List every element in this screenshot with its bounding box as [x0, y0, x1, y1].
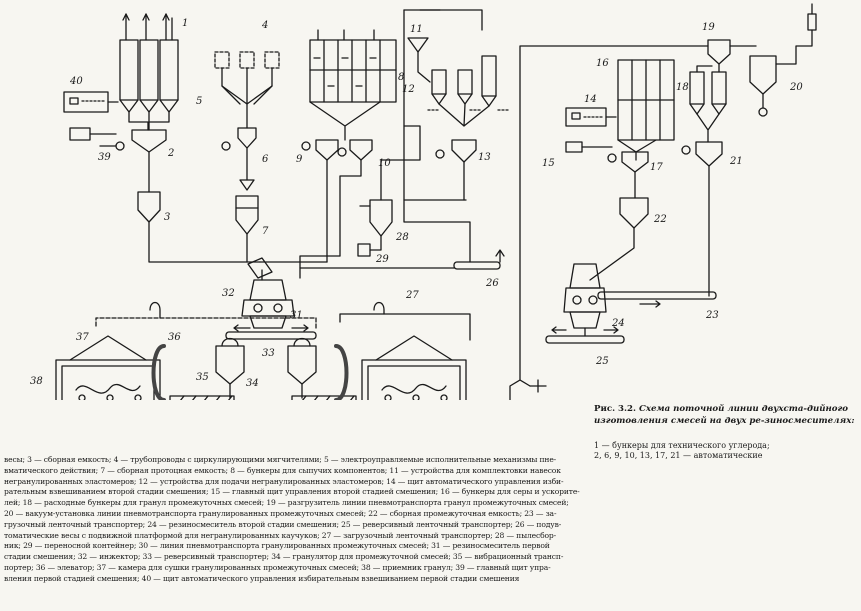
granulator-right	[287, 337, 317, 399]
pneumatic-line-30	[509, 379, 547, 400]
legend-line: негранулированных эластомеров; 12 — устр…	[4, 476, 564, 486]
elevators	[95, 301, 471, 400]
legend-line: вматического действия; 7 — сборная прото…	[4, 465, 561, 475]
callout-13: 13	[478, 152, 491, 163]
dust-collector	[357, 125, 421, 257]
first-stage-weighing-panel	[63, 91, 119, 113]
legend-line: 20 — вакуум-установка линии пневмотрансп…	[4, 508, 557, 518]
sulfur-accelerator-hoppers	[617, 59, 675, 161]
callout-27: 27	[405, 290, 419, 301]
vibrating-conveyor-left	[169, 395, 235, 400]
legend-line: стадии смешения; 32 — инжектор; 33 — рев…	[4, 552, 564, 562]
mixer-feed-lines	[299, 9, 441, 263]
callout-25: 25	[595, 356, 609, 367]
callout-3: 3	[164, 212, 170, 223]
scale-2	[99, 129, 167, 193]
callout-24: 24	[611, 318, 625, 329]
softener-pipelines	[214, 51, 280, 191]
callout-2: 2	[167, 148, 174, 159]
carbon-black-hoppers	[119, 13, 179, 131]
callout-14: 14	[584, 94, 597, 105]
callout-16: 16	[596, 58, 609, 69]
reversing-conveyor-25	[545, 326, 625, 344]
first-stage-main-panel	[69, 127, 117, 141]
figure-caption: Рис. 3.2. Схема поточной линии двухста-д…	[594, 404, 856, 427]
scale-9	[301, 139, 339, 263]
granule-hoppers-18	[689, 63, 727, 143]
callout-15: 15	[542, 158, 555, 169]
callout-37: 37	[76, 332, 89, 343]
callout-21: 21	[729, 156, 743, 167]
drying-chamber-right	[361, 335, 467, 400]
scale-21	[681, 141, 723, 297]
callout-8: 8	[398, 72, 404, 83]
process-flow-diagram: 1 2 3 4 5 6 7 8 9 10 11 12 13 14 15 16 1…	[30, 3, 817, 400]
intermediate-tank-22	[589, 197, 649, 281]
legend-line: грузочный ленточный транспортер; 24 — ре…	[4, 519, 562, 529]
legend-line: томатические весы с подвижной платформой…	[4, 530, 557, 540]
legend-line: рательным взвешиванием второй стадии сме…	[4, 487, 580, 497]
bulk-component-hoppers	[309, 29, 397, 141]
scale-17	[607, 151, 649, 199]
callout-35: 35	[196, 372, 209, 383]
callout-17: 17	[650, 162, 663, 173]
figure-caption-label: Рис. 3.2.	[594, 404, 636, 414]
drying-chamber-left	[55, 335, 161, 400]
callout-22: 22	[653, 214, 667, 225]
legend-line: ник; 29 — переносной контейнер; 30 — лин…	[4, 541, 550, 551]
callout-40: 40	[69, 76, 83, 87]
callout-6: 6	[262, 154, 269, 165]
second-stage-mixer	[563, 263, 607, 337]
granulator-left	[215, 337, 245, 399]
rubber-dosing-units	[403, 9, 509, 201]
callout-34: 34	[246, 378, 259, 389]
callout-26: 26	[485, 278, 499, 289]
callout-18: 18	[676, 82, 689, 93]
figure-legend: весы; 3 — сборная емкость; 4 — трубопров…	[4, 455, 857, 585]
loading-conveyor-23	[597, 291, 717, 308]
figure-caption-title: Схема поточной линии двухста-дийного изг…	[594, 404, 855, 426]
callout-32: 32	[222, 288, 235, 299]
second-stage-weighing-panel	[565, 107, 617, 153]
vibrating-conveyor-right	[291, 395, 357, 400]
callout-38: 38	[30, 376, 43, 387]
callout-31: 31	[290, 310, 303, 321]
callout-19: 19	[702, 22, 715, 33]
scale-10	[337, 139, 373, 257]
legend-line: весы; 3 — сборная емкость; 4 — трубопров…	[4, 455, 557, 464]
callout-36: 36	[168, 332, 181, 343]
reversing-conveyor-33	[225, 324, 317, 340]
legend-line: 2, 6, 9, 10, 13, 17, 21 — автоматические	[594, 451, 763, 461]
callout-20: 20	[789, 82, 803, 93]
callout-10: 10	[378, 158, 391, 169]
callout-23: 23	[705, 310, 719, 321]
first-stage-mixer	[241, 257, 295, 329]
legend-line: 1 — бункеры для технического углерода;	[594, 441, 770, 450]
collecting-tank-3	[137, 191, 261, 263]
legend-line: портер; 36 — элеватор; 37 — камера для с…	[4, 562, 551, 572]
callout-39: 39	[98, 152, 111, 163]
callout-4: 4	[261, 20, 268, 31]
rubber-conveyors	[259, 199, 505, 279]
flow-tank-7	[235, 195, 259, 263]
callout-5: 5	[196, 96, 202, 107]
legend-right-column: 1 — бункеры для технического углерода; 2…	[594, 441, 856, 462]
callout-1: 1	[182, 18, 188, 29]
callout-29: 29	[375, 254, 389, 265]
callout-7: 7	[262, 226, 269, 237]
pneumatic-unloader	[519, 3, 817, 387]
legend-line: вления первой стадией смешения; 40 — щит…	[4, 573, 520, 583]
callout-11: 11	[410, 24, 423, 35]
callout-28: 28	[395, 232, 409, 243]
callout-12: 12	[402, 84, 415, 95]
callout-9: 9	[296, 154, 303, 165]
legend-line: лей; 18 — расходные бункеры для гранул п…	[4, 498, 569, 508]
callout-33: 33	[262, 348, 275, 359]
